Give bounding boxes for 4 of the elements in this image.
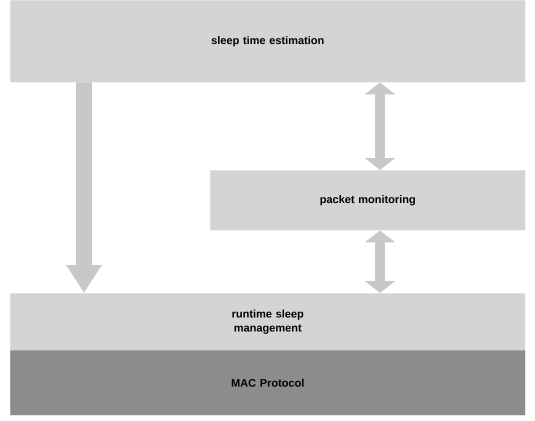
process-box: sleep time estimation [10, 0, 526, 82]
process-box: MAC Protocol [10, 350, 526, 416]
process-box: runtime sleep management [10, 293, 526, 350]
process-box: packet monitoring [210, 170, 526, 230]
